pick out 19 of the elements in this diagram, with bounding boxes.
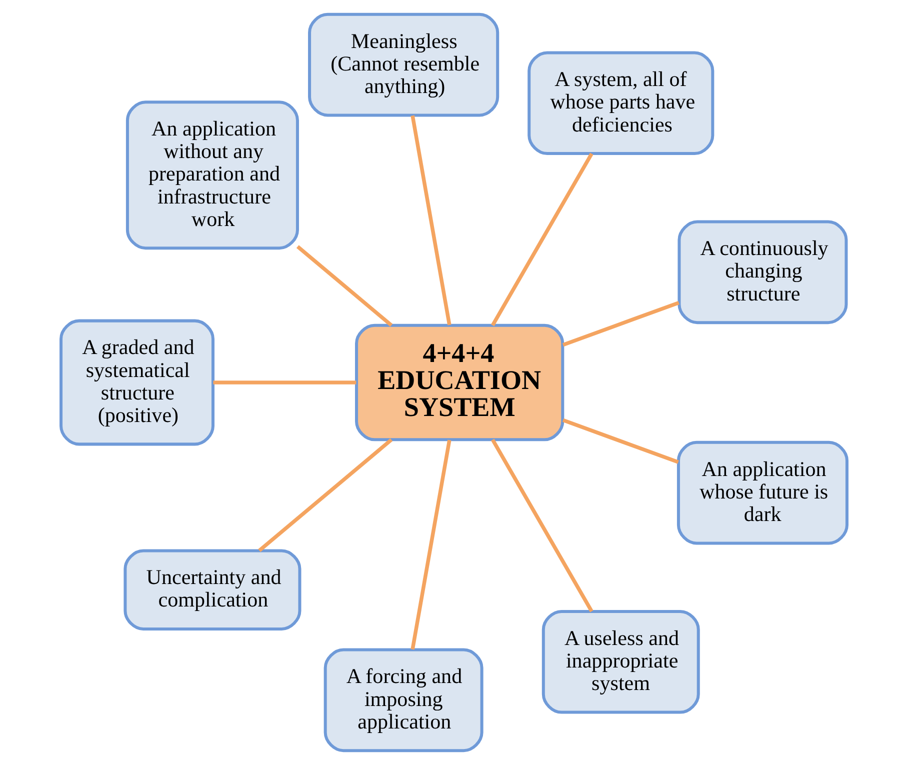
connector [491, 438, 594, 612]
node-box: Uncertainty and complication [124, 549, 302, 630]
node-box: A continuously changing structure [678, 220, 848, 324]
node-box: A forcing and imposing application [324, 648, 484, 752]
connector [296, 245, 393, 327]
node-box: An application whose future is dark [676, 440, 848, 545]
connector [410, 115, 452, 326]
node-box: A system, all of whose parts have deficiencies [528, 51, 714, 156]
node-box: 4+4+4 EDUCATION SYSTEM [355, 324, 564, 442]
node-box: Meaningless (Cannot resemble anything) [308, 12, 500, 117]
connector [213, 380, 356, 384]
connector [410, 440, 452, 650]
connector [258, 438, 393, 552]
connector [562, 418, 679, 464]
node-box: A graded and systematical structure (positive) [60, 319, 214, 446]
connector [491, 152, 594, 326]
node-box: An application without any preparation and infrastructure work [126, 100, 299, 250]
node-box: A useless and inappropriate system [542, 610, 700, 714]
connector [562, 300, 680, 347]
